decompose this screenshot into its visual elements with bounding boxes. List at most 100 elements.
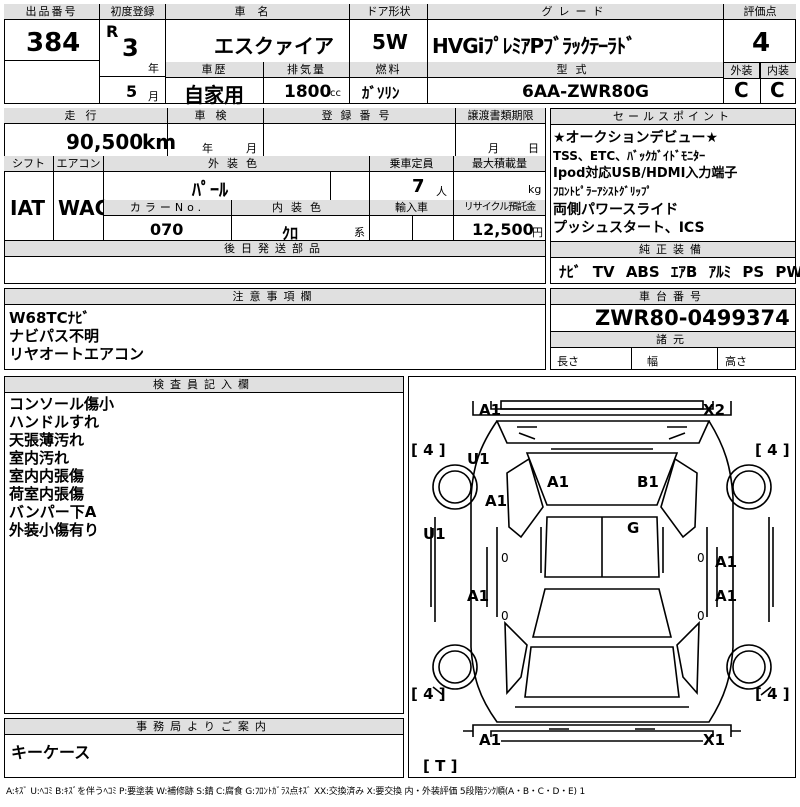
- transfer-month-unit: 月: [488, 142, 499, 155]
- recycle-label: リサイクル預託金: [454, 200, 545, 216]
- shift-label: シフト: [4, 156, 53, 172]
- color-no-value: 070: [150, 220, 184, 239]
- import-cell: 輸入車: [370, 200, 454, 240]
- tire-value: 4: [423, 685, 434, 703]
- notes-list: W68TCﾅﾋﾞ ナビパス不明 リヤオートエアコン: [9, 309, 144, 363]
- sales-point-line: ﾌﾛﾝﾄﾋﾟﾗｰｱｼｽﾄｸﾞﾘｯﾌﾟ: [553, 185, 652, 198]
- inspector-line: 天張薄汚れ: [9, 431, 85, 449]
- ext-color-value: ﾊﾟｰﾙ: [192, 180, 228, 201]
- office-value: キーケース: [11, 743, 91, 762]
- score-value: 4: [752, 28, 771, 58]
- inspection-label: 車検: [168, 108, 263, 124]
- sales-point-line: 両側パワースライド: [553, 202, 679, 218]
- displacement-unit: cc: [330, 88, 341, 99]
- chassis-label: 車台番号: [551, 289, 795, 305]
- fuel-value: ｶﾞｿﾘﾝ: [362, 84, 400, 102]
- transfer-cell: 譲渡書類期限 月 日: [456, 108, 546, 156]
- score-cell: 評価点 4 外装 内装 C C: [724, 4, 796, 104]
- equipment-item: ｴｱB: [670, 263, 698, 281]
- displacement-value: 1800: [284, 82, 332, 102]
- sales-points-list: ★オークションデビュー★ TSS、ETC、ﾊﾞｯｸｶﾞｲﾄﾞﾓﾆﾀｰ Ipod対…: [553, 129, 737, 237]
- aircon-label: エアコン: [54, 156, 103, 172]
- capacity-cell: 乗車定員 7 人: [370, 156, 454, 200]
- aircon-value: WAC: [58, 196, 110, 220]
- first-registration-cell: 初度登録 R 3 年 5 月: [100, 4, 166, 104]
- equipment-item: PS: [742, 263, 765, 281]
- first-reg-year: 3: [122, 34, 139, 62]
- notes-block: 注意事項欄 W68TCﾅﾋﾞ ナビパス不明 リヤオートエアコン: [4, 288, 546, 370]
- trunk-bracket-open: [: [423, 757, 430, 775]
- color-no-label: カラーNo.: [104, 200, 231, 216]
- zero-mark: 0: [501, 609, 509, 623]
- first-reg-era: R: [106, 22, 119, 41]
- model-value: 6AA-ZWR80G: [522, 82, 649, 102]
- door-label: ドア形状: [350, 4, 427, 20]
- tire-value: 4: [423, 441, 434, 459]
- trunk-mark: [ T ]: [423, 757, 457, 775]
- sales-points-label: セールスポイント: [551, 109, 795, 125]
- first-reg-label: 初度登録: [100, 4, 165, 20]
- spec-width-label: 幅: [647, 355, 658, 368]
- chassis-value: ZWR80-0499374: [595, 306, 790, 330]
- office-label: 事務局よりご案内: [5, 719, 403, 735]
- notes-label: 注意事項欄: [5, 289, 545, 305]
- car-name-value: エスクァイア: [214, 34, 334, 58]
- sales-point-line: Ipod対応USB/HDMI入力端子: [553, 166, 738, 181]
- int-color-label: 内装色: [232, 200, 369, 216]
- shift-cell: シフト IAT: [4, 156, 54, 240]
- tire-bracket-close: ]: [438, 685, 446, 703]
- equipment-item: ABS: [625, 263, 660, 281]
- mileage-value: 90,500: [66, 130, 144, 154]
- inspector-line: 外装小傷有り: [9, 521, 100, 539]
- history-cell: 車歴 自家用: [166, 62, 264, 107]
- tire-mark: [ 4 ]: [411, 441, 446, 459]
- zero-mark: 0: [697, 609, 705, 623]
- int-color-cell: 内装色 ｸﾛ 系: [232, 200, 370, 243]
- color-no-cell: カラーNo. 070: [104, 200, 232, 240]
- top-info-block: [4, 4, 796, 104]
- shift-value: IAT: [10, 196, 46, 220]
- tire-mark: [ 4 ]: [411, 685, 446, 703]
- inspector-line: コンソール傷小: [9, 395, 115, 413]
- inspection-month-unit: 月: [246, 142, 257, 155]
- tire-mark: [ 4 ]: [755, 441, 790, 459]
- inspection-year-unit: 年: [202, 142, 213, 155]
- inspector-line: バンパー下A: [9, 503, 97, 521]
- note-line: リヤオートエアコン: [9, 345, 145, 363]
- fuel-cell: 燃料 ｶﾞｿﾘﾝ: [350, 62, 428, 104]
- legend-text: A:ｷｽﾞ U:ﾍｺﾐ B:ｷｽﾞを伴うﾍｺﾐ P:要塗装 W:補修跡 S:錆 …: [6, 787, 585, 797]
- grade-label: グレード: [428, 4, 723, 20]
- displacement-cell: 排気量 1800 cc: [264, 62, 350, 104]
- trunk-bracket-close: ]: [450, 757, 458, 775]
- damage-mark: A1: [715, 587, 738, 605]
- model-cell: 型式 6AA-ZWR80G: [428, 62, 724, 104]
- lot-label: 出品番号: [4, 4, 99, 20]
- tire-bracket-open: [: [411, 685, 418, 703]
- tire-bracket-close: ]: [782, 441, 790, 459]
- chassis-block: 車台番号 ZWR80-0499374 諸元 長さ 幅 高さ: [550, 288, 796, 370]
- int-color-value: ｸﾛ: [282, 224, 299, 243]
- damage-mark: A1: [485, 492, 508, 510]
- lot-number: 384: [26, 28, 81, 58]
- max-load-cell: 最大積載量 kg: [454, 156, 546, 200]
- equipment-item: TV: [592, 263, 615, 281]
- max-load-label: 最大積載量: [454, 156, 545, 172]
- trunk-value: T: [435, 757, 446, 775]
- zero-mark: 0: [697, 551, 705, 565]
- damage-mark: X1: [703, 731, 726, 749]
- damage-mark: G: [627, 519, 640, 537]
- first-reg-month: 5: [126, 82, 138, 101]
- damage-mark: A1: [479, 731, 502, 749]
- capacity-unit: 人: [436, 185, 447, 198]
- max-load-unit: kg: [528, 183, 542, 196]
- transfer-day-unit: 日: [528, 142, 539, 155]
- first-reg-month-unit: 月: [148, 90, 159, 103]
- ext-color-cell: 外装色 ﾊﾟｰﾙ: [104, 156, 370, 201]
- capacity-value: 7: [412, 176, 425, 197]
- grade-cell: グレード HVGiﾌﾟﾚﾐｱPﾌﾞﾗｯｸﾃｰﾗﾄﾞ: [428, 4, 724, 62]
- equipment-item: ﾅﾋﾞ: [559, 263, 582, 281]
- ext-score-value: C: [734, 78, 749, 102]
- spec-length-label: 長さ: [557, 355, 579, 368]
- lot-cell: 出品番号 384: [4, 4, 100, 104]
- import-label: 輸入車: [370, 200, 453, 216]
